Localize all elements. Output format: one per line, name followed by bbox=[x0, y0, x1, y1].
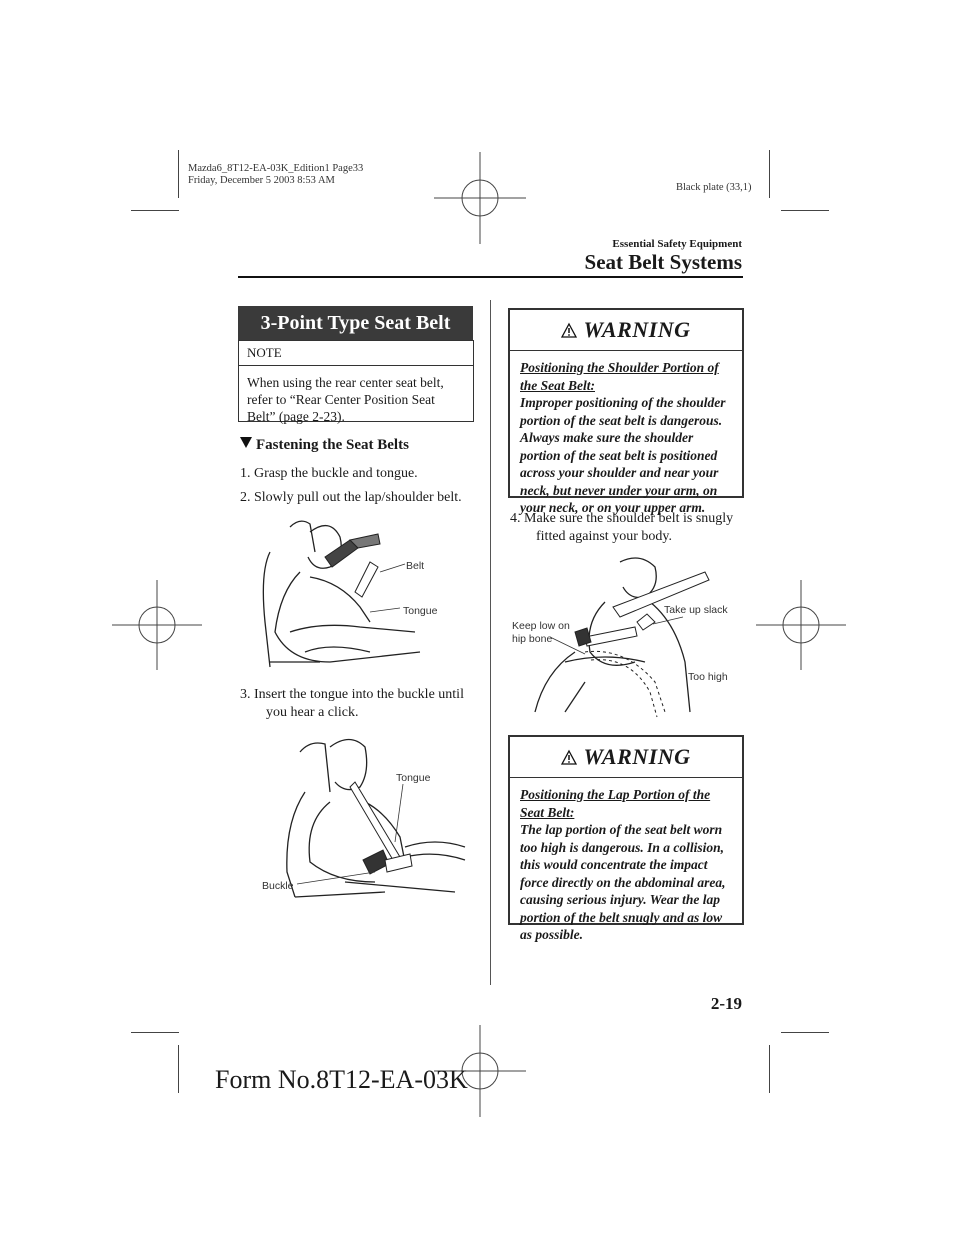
warning-text-line: this would concentrate the impact bbox=[520, 857, 708, 872]
warning-text-line: Always make sure the shoulder bbox=[520, 430, 694, 445]
warning-header: WARNING bbox=[510, 310, 742, 351]
step-4: 4. Make sure the shoulder belt is snugly… bbox=[510, 510, 733, 546]
warning-text-line: force directly on the abdominal area, bbox=[520, 874, 726, 890]
crop-mark bbox=[131, 210, 179, 211]
warning-text-line: portion of the belt snugly and as low bbox=[520, 909, 723, 925]
figure-insert-tongue bbox=[286, 738, 466, 898]
step-2: 2. Slowly pull out the lap/shoulder belt… bbox=[240, 490, 462, 505]
registration-mark-icon bbox=[112, 580, 202, 670]
note-box: NOTE When using the rear center seat bel… bbox=[238, 340, 474, 424]
figure-label-line: Keep low on bbox=[512, 620, 570, 632]
warning-text-line: portion of the seat belt is positioned bbox=[520, 447, 718, 463]
warning-title-line: Positioning the Lap Portion of the bbox=[520, 787, 711, 802]
figure-label-keep-low: Keep low on hip bone bbox=[512, 620, 570, 646]
crop-mark bbox=[178, 1045, 179, 1093]
subheading: Fastening the Seat Belts bbox=[240, 437, 409, 454]
topic-banner: 3-Point Type Seat Belt bbox=[238, 306, 473, 340]
step-1: 1. Grasp the buckle and tongue. bbox=[240, 466, 418, 481]
crop-mark bbox=[781, 1032, 829, 1033]
warning-text-line: The lap portion of the seat belt worn bbox=[520, 822, 723, 837]
warning-text-line: as possible. bbox=[520, 927, 584, 942]
note-line: refer to “Rear Center Position Seat bbox=[247, 392, 435, 407]
figure-snug-belt bbox=[534, 557, 710, 718]
figure-label-line: hip bone bbox=[512, 633, 553, 645]
note-line: When using the rear center seat belt, bbox=[247, 375, 444, 390]
warning-title-line: Positioning the Shoulder Portion of bbox=[520, 360, 719, 375]
warning-text-line: across your shoulder and near your bbox=[520, 465, 719, 480]
print-date-line: Friday, December 5 2003 8:53 AM bbox=[188, 175, 335, 186]
warning-title-line: Seat Belt: bbox=[520, 804, 575, 820]
step-3-line: 3. Insert the tongue into the buckle unt… bbox=[240, 687, 464, 702]
crop-mark bbox=[178, 150, 179, 198]
warning-text-line: neck, but never under your arm, on bbox=[520, 482, 718, 498]
warning-box-shoulder: WARNING Positioning the Shoulder Portion… bbox=[508, 308, 744, 515]
warning-body: Positioning the Shoulder Portion of the … bbox=[510, 351, 742, 527]
crop-mark bbox=[131, 1032, 179, 1033]
page-number: 2-19 bbox=[710, 994, 742, 1013]
step-3-line: you hear a click. bbox=[266, 705, 359, 720]
step-4-line: 4. Make sure the shoulder belt is snugly bbox=[510, 511, 734, 526]
warning-header: WARNING bbox=[510, 737, 742, 778]
figure-label-tongue: Tongue bbox=[403, 605, 438, 617]
black-plate-label: Black plate (33,1) bbox=[676, 182, 752, 193]
print-file-line: Mazda6_8T12-EA-03K_Edition1 Page33 bbox=[188, 163, 364, 174]
registration-mark-icon bbox=[434, 152, 526, 244]
figure-label-too-high: Too high bbox=[688, 671, 728, 683]
warning-text-line: causing serious injury. Wear the lap bbox=[520, 892, 721, 907]
figure-label-tongue: Tongue bbox=[396, 772, 431, 784]
registration-mark-icon bbox=[756, 580, 846, 670]
warning-text-line: portion of the seat belt is dangerous. bbox=[520, 412, 723, 428]
note-text: When using the rear center seat belt, re… bbox=[239, 366, 473, 433]
warning-triangle-icon bbox=[561, 322, 578, 338]
warning-body: Positioning the Lap Portion of the Seat … bbox=[510, 778, 742, 954]
subheading-text: Fastening the Seat Belts bbox=[256, 437, 409, 453]
triangle-bullet-icon bbox=[240, 437, 252, 448]
note-line: Belt” (page 2-23). bbox=[247, 409, 345, 424]
section-title: Essential Safety Equipment bbox=[612, 238, 742, 250]
step-4-line: fitted against your body. bbox=[536, 529, 672, 544]
warning-title-line: the Seat Belt: bbox=[520, 377, 595, 393]
belt-strap bbox=[324, 533, 381, 598]
figure-pull-belt bbox=[262, 520, 421, 668]
crop-mark bbox=[781, 210, 829, 211]
step-3: 3. Insert the tongue into the buckle unt… bbox=[240, 686, 464, 722]
figure-label-take-up-slack: Take up slack bbox=[664, 604, 728, 616]
warning-box-lap: WARNING Positioning the Lap Portion of t… bbox=[508, 735, 744, 942]
warning-triangle-icon bbox=[561, 749, 578, 765]
warning-text-line: your neck, or on your upper arm. bbox=[520, 500, 706, 515]
registration-mark-icon bbox=[434, 1025, 526, 1117]
note-label: NOTE bbox=[239, 341, 473, 366]
chapter-title: Seat Belt Systems bbox=[584, 250, 742, 274]
header-rule bbox=[238, 276, 743, 278]
form-number: Form No.8T12-EA-03K bbox=[215, 1065, 468, 1094]
warning-label: WARNING bbox=[583, 744, 691, 769]
column-divider bbox=[490, 300, 491, 985]
figure-label-belt: Belt bbox=[406, 560, 425, 572]
crop-mark bbox=[769, 1045, 770, 1093]
warning-text-line: too high is dangerous. In a collision, bbox=[520, 839, 725, 855]
warning-text-line: Improper positioning of the shoulder bbox=[520, 395, 726, 410]
crop-mark bbox=[769, 150, 770, 198]
warning-label: WARNING bbox=[583, 317, 691, 342]
figure-label-buckle: Buckle bbox=[262, 880, 294, 892]
